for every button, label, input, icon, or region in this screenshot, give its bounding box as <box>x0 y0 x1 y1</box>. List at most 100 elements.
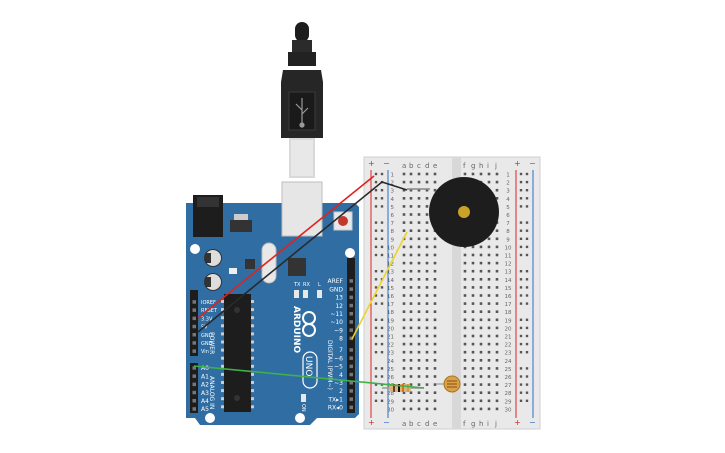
breadboard-hole[interactable] <box>402 326 406 330</box>
breadboard-hole[interactable] <box>471 245 475 249</box>
breadboard-hole[interactable] <box>402 302 406 305</box>
breadboard-hole[interactable] <box>425 383 429 386</box>
rail-hole[interactable] <box>380 237 384 240</box>
breadboard-hole[interactable] <box>433 269 437 273</box>
digital-pin-socket[interactable] <box>349 356 354 360</box>
breadboard-hole[interactable] <box>402 188 406 192</box>
breadboard-hole[interactable] <box>409 245 413 249</box>
breadboard-hole[interactable] <box>417 269 421 273</box>
breadboard-hole[interactable] <box>425 310 429 313</box>
rail-hole[interactable] <box>374 399 378 402</box>
breadboard-hole[interactable] <box>495 326 499 330</box>
rail-hole[interactable] <box>374 286 378 289</box>
breadboard-hole[interactable] <box>417 383 421 386</box>
breadboard-hole[interactable] <box>409 286 413 289</box>
rail-hole[interactable] <box>380 172 384 176</box>
breadboard-hole[interactable] <box>471 367 475 370</box>
breadboard-hole[interactable] <box>402 197 406 200</box>
rail-hole[interactable] <box>380 253 384 257</box>
breadboard-hole[interactable] <box>417 359 421 362</box>
breadboard-hole[interactable] <box>409 269 413 273</box>
rail-hole[interactable] <box>519 399 523 402</box>
digital-pin-socket[interactable] <box>349 320 354 324</box>
breadboard-hole[interactable] <box>433 383 437 386</box>
breadboard-hole[interactable] <box>402 367 406 370</box>
wire-green[interactable] <box>193 365 425 389</box>
breadboard-hole[interactable] <box>463 342 467 346</box>
breadboard-hole[interactable] <box>425 213 429 216</box>
breadboard-hole[interactable] <box>409 407 413 411</box>
breadboard-hole[interactable] <box>409 261 413 265</box>
rail-hole[interactable] <box>519 375 523 378</box>
breadboard-hole[interactable] <box>495 286 499 289</box>
digital-pin-socket[interactable] <box>349 348 354 352</box>
breadboard-hole[interactable] <box>495 245 499 249</box>
breadboard-hole[interactable] <box>495 229 499 232</box>
breadboard-hole[interactable] <box>402 253 406 257</box>
power-pin-socket[interactable] <box>192 333 197 337</box>
rail-hole[interactable] <box>519 302 523 305</box>
breadboard-hole[interactable] <box>402 407 406 411</box>
breadboard-hole[interactable] <box>479 253 483 257</box>
power-pin-socket[interactable] <box>192 349 197 353</box>
wire-red[interactable] <box>197 175 375 319</box>
breadboard-hole[interactable] <box>425 237 429 241</box>
breadboard-hole[interactable] <box>409 278 413 281</box>
breadboard-hole[interactable] <box>479 326 483 330</box>
rail-hole[interactable] <box>525 245 529 249</box>
breadboard-hole[interactable] <box>433 245 437 249</box>
rail-hole[interactable] <box>519 367 523 370</box>
rail-hole[interactable] <box>380 351 384 354</box>
rail-hole[interactable] <box>519 270 523 273</box>
rail-hole[interactable] <box>380 189 384 192</box>
breadboard-hole[interactable] <box>417 318 421 322</box>
breadboard-hole[interactable] <box>487 269 491 273</box>
rail-hole[interactable] <box>519 278 523 281</box>
breadboard-hole[interactable] <box>433 237 437 241</box>
breadboard-hole[interactable] <box>433 302 437 305</box>
rail-hole[interactable] <box>525 205 529 208</box>
breadboard-hole[interactable] <box>487 334 491 338</box>
breadboard-hole[interactable] <box>471 253 475 257</box>
breadboard-hole[interactable] <box>433 342 437 346</box>
breadboard-hole[interactable] <box>487 342 491 346</box>
breadboard-hole[interactable] <box>409 180 413 184</box>
breadboard-hole[interactable] <box>409 350 413 354</box>
breadboard-hole[interactable] <box>487 294 491 297</box>
breadboard-hole[interactable] <box>487 245 491 249</box>
breadboard-hole[interactable] <box>487 180 491 184</box>
breadboard-hole[interactable] <box>417 188 421 192</box>
piezo-buzzer[interactable] <box>407 177 499 247</box>
analog-pin-socket[interactable] <box>192 374 197 378</box>
rail-hole[interactable] <box>380 205 384 208</box>
breadboard-hole[interactable] <box>487 278 491 281</box>
breadboard-hole[interactable] <box>417 302 421 305</box>
breadboard-hole[interactable] <box>487 375 491 378</box>
digital-pin-socket[interactable] <box>349 279 354 283</box>
rail-hole[interactable] <box>380 334 384 338</box>
breadboard-hole[interactable] <box>425 334 429 338</box>
breadboard-hole[interactable] <box>402 318 406 322</box>
breadboard-hole[interactable] <box>463 359 467 362</box>
breadboard-hole[interactable] <box>402 391 406 394</box>
arduino-uno-board[interactable]: TX RX L ON ARDUINO UNO DIGITAL (PWM~) PO… <box>186 181 359 425</box>
rail-hole[interactable] <box>380 294 384 297</box>
rail-hole[interactable] <box>380 367 384 370</box>
breadboard-hole[interactable] <box>402 310 406 313</box>
rail-hole[interactable] <box>374 180 378 184</box>
rail-hole[interactable] <box>374 172 378 176</box>
rail-hole[interactable] <box>374 253 378 257</box>
breadboard-hole[interactable] <box>417 229 421 232</box>
rail-hole[interactable] <box>525 326 529 330</box>
breadboard-hole[interactable] <box>487 399 491 403</box>
breadboard-hole[interactable] <box>433 261 437 265</box>
breadboard-hole[interactable] <box>425 229 429 232</box>
breadboard-hole[interactable] <box>495 278 499 281</box>
rail-hole[interactable] <box>374 245 378 249</box>
rail-hole[interactable] <box>380 302 384 305</box>
breadboard-hole[interactable] <box>417 350 421 354</box>
breadboard-hole[interactable] <box>409 318 413 322</box>
rail-hole[interactable] <box>374 391 378 394</box>
breadboard-hole[interactable] <box>471 375 475 378</box>
digital-pin-socket[interactable] <box>349 381 354 385</box>
